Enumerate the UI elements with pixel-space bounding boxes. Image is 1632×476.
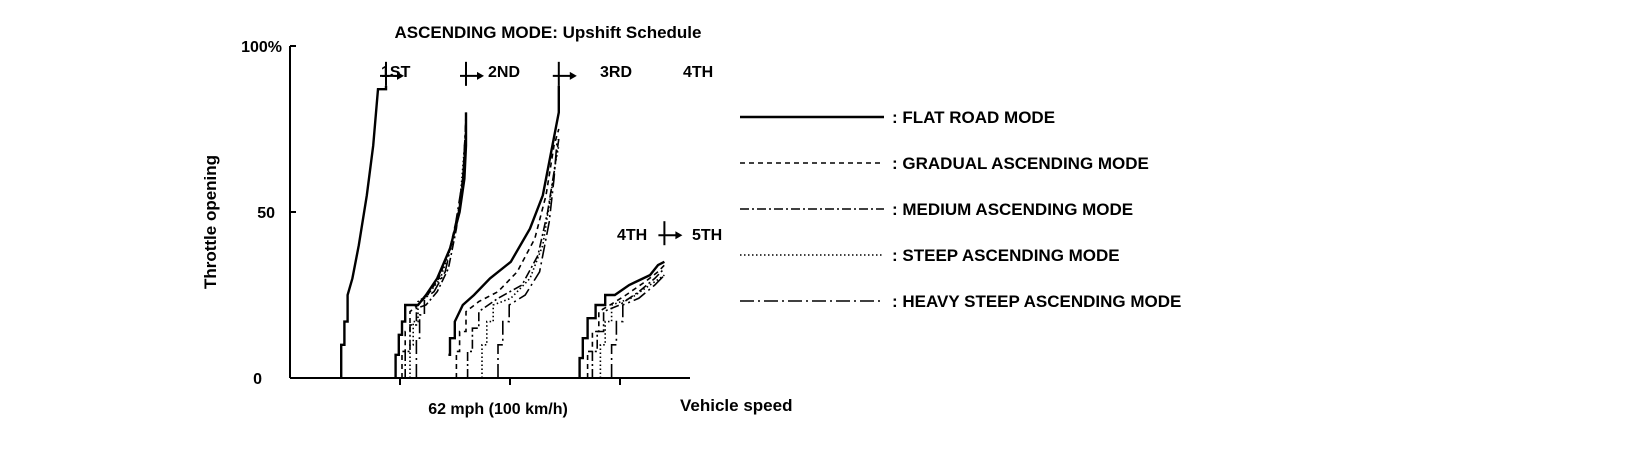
legend-label-3: : STEEP ASCENDING MODE [892,246,1120,265]
curve-1-3-4 [455,128,560,378]
shift-label-2nd: 2ND [488,64,520,81]
shift-label-5th: 5TH [692,227,722,244]
legend-item-4: : HEAVY STEEP ASCENDING MODE [740,292,1181,311]
curve-0-3-4 [448,85,560,356]
legend-label-2: : MEDIUM ASCENDING MODE [892,200,1133,219]
y-tick-label-100: 100% [241,39,282,56]
series-3 [409,128,665,378]
shift-arrow-3 [658,221,683,246]
shift-label-3rd: 3RD [600,64,632,81]
curve-3-3-4 [481,145,560,378]
curve-4-3-4 [497,138,558,378]
series-0 [340,85,665,378]
shift-arrow-0 [380,61,404,86]
shift-arrows [380,61,683,246]
curve-2-2-3 [404,118,467,378]
curve-1-4-5 [586,264,665,378]
shift-arrow-1 [460,61,484,86]
curve-0-2-3 [394,112,468,378]
legend-item-0: : FLAT ROAD MODE [740,108,1055,127]
x-tick-label-62mph: 62 mph (100 km/h) [428,401,568,418]
curve-0-1-2 [340,85,388,378]
curve-4-4-5 [610,274,665,378]
curve-1-2-3 [401,112,467,378]
curve-2-3-4 [466,138,560,378]
legend-label-0: : FLAT ROAD MODE [892,108,1055,127]
y-axis-label: Throttle opening [201,155,220,289]
x-axis-label: Vehicle speed [680,396,792,415]
curve-0-4-5 [578,260,665,378]
y-tick-label-0: 0 [253,371,262,388]
series-2 [404,118,665,378]
chart-title: ASCENDING MODE: Upshift Schedule [395,23,702,42]
legend-label-4: : HEAVY STEEP ASCENDING MODE [892,292,1181,311]
series-1 [401,112,665,378]
curve-3-2-3 [409,128,467,378]
legend-item-2: : MEDIUM ASCENDING MODE [740,200,1133,219]
shift-arrow-2 [552,61,577,86]
series-curves [340,85,665,378]
shift-label-4th-top: 4TH [683,64,713,81]
legend-label-1: : GRADUAL ASCENDING MODE [892,154,1149,173]
shift-label-4th-mid: 4TH [617,227,647,244]
y-tick-label-50: 50 [257,205,275,222]
axes [289,45,690,385]
legend-item-1: : GRADUAL ASCENDING MODE [740,154,1149,173]
curve-3-4-5 [599,274,665,378]
legend: : FLAT ROAD MODE : GRADUAL ASCENDING MODE… [740,108,1181,311]
series-4 [415,118,665,378]
curve-4-2-3 [415,118,467,378]
legend-item-3: : STEEP ASCENDING MODE [740,246,1120,265]
